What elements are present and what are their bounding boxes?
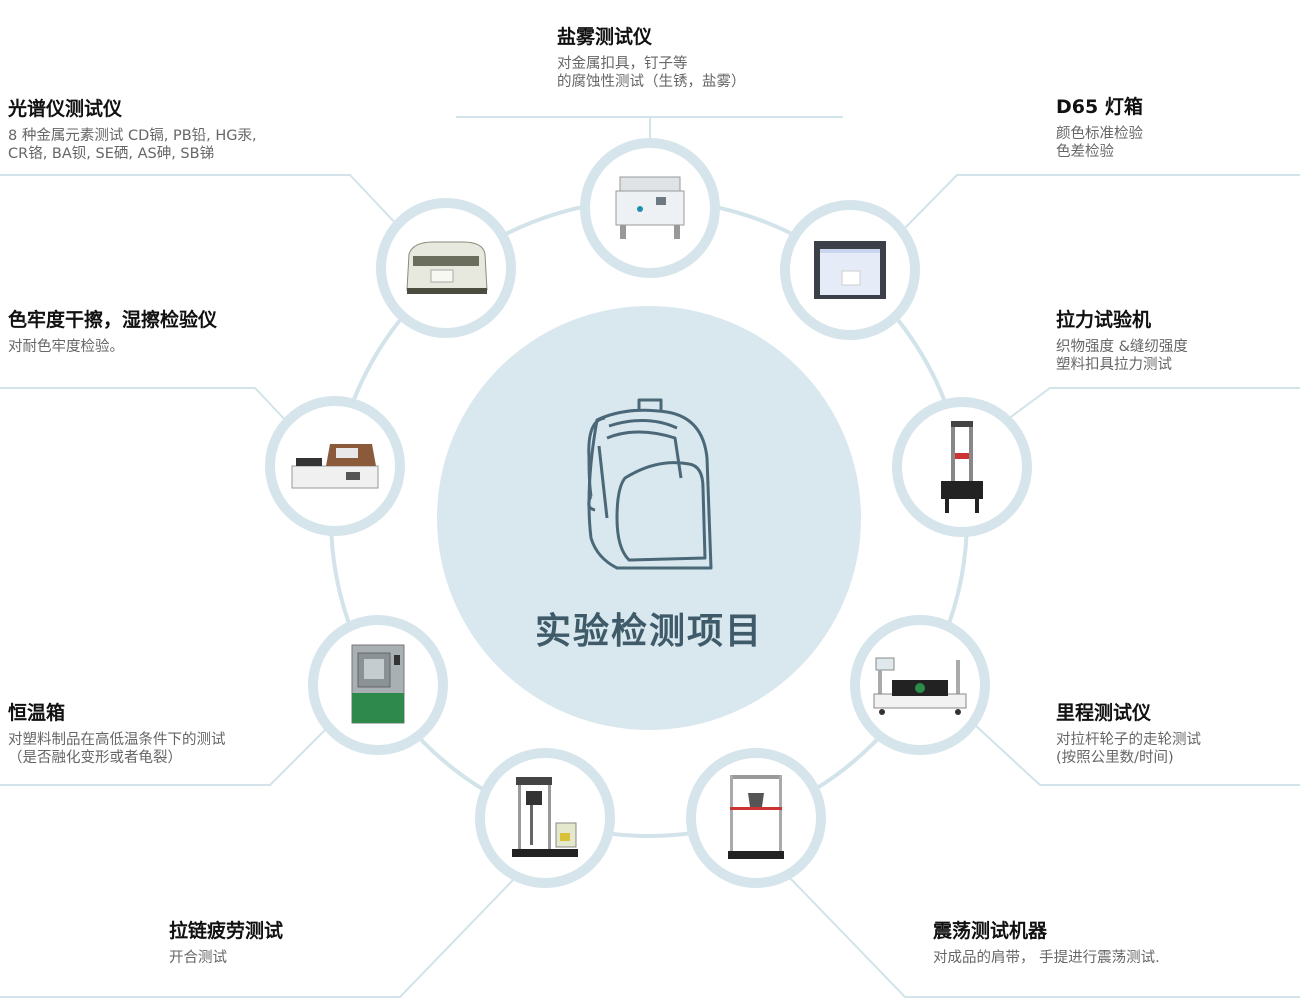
tensile-desc: 织物强度 &缝纫强度 塑料扣具拉力测试 [1056,339,1188,373]
vibration-tester-icon [728,775,784,859]
label-mileage: 里程测试仪 对拉杆轮子的走轮测试 (按照公里数/时间) [1056,698,1201,767]
tensile-title: 拉力试验机 [1056,309,1152,331]
humidity-title: 恒温箱 [8,702,66,724]
mileage-title: 里程测试仪 [1056,702,1152,724]
vibration-desc: 对成品的肩带， 手提进行震荡测试. [933,950,1160,966]
zipper-tester-icon [512,777,578,857]
humidity-desc: 对塑料制品在高低温条件下的测试 （是否融化变形或者龟裂） [8,732,226,766]
mileage-desc: 对拉杆轮子的走轮测试 (按照公里数/时间) [1056,732,1201,766]
vibration-node[interactable] [686,748,826,888]
zipper-desc: 开合测试 [169,950,227,966]
zipper-title: 拉链疲劳测试 [169,920,284,942]
connector-humidity [0,724,331,786]
light-box-icon [814,241,886,299]
label-zipper: 拉链疲劳测试 开合测试 [169,916,283,967]
salt-spray-desc: 对金属扣具，钉子等 的腐蚀性测试（生锈，盐雾） [557,56,746,90]
d65-lightbox-node[interactable] [780,200,920,340]
connector-mileage [974,724,1300,786]
d65-title: D65 灯箱 [1056,96,1143,118]
label-tensile: 拉力试验机 织物强度 &缝纫强度 塑料扣具拉力测试 [1056,305,1188,374]
crockmeter-icon [291,444,379,489]
mileage-tester-icon [873,657,967,715]
label-spectrometer: 光谱仪测试仪 8 种金属元素测试 CD镉, PB铅, HG汞, CR铬, BA钡… [8,94,257,163]
spectrometer-desc: 8 种金属元素测试 CD镉, PB铅, HG汞, CR铬, BA钡, SE硒, … [8,128,257,162]
spectrometer-title: 光谱仪测试仪 [8,98,123,120]
label-humidity: 恒温箱 对塑料制品在高低温条件下的测试 （是否融化变形或者龟裂） [8,698,226,767]
d65-desc: 颜色标准检验 色差检验 [1056,126,1143,160]
crockmeter-desc: 对耐色牢度检验。 [8,339,124,355]
label-salt-spray: 盐雾测试仪 对金属扣具，钉子等 的腐蚀性测试（生锈，盐雾） [557,22,746,91]
connector-zipper [0,877,516,998]
vibration-title: 震荡测试机器 [933,920,1048,942]
spectrometer-icon [406,241,488,294]
connector-tensile [999,387,1300,426]
connector-d65 [904,174,1300,229]
connector-crockmeter [0,387,291,426]
zipper-node[interactable] [475,748,615,888]
backpack-icon [587,398,713,570]
center-title: 实验检测项目 [534,611,763,652]
tensile-node[interactable] [892,397,1032,537]
salt-spray-title: 盐雾测试仪 [557,26,653,48]
spectrometer-node[interactable] [376,198,516,338]
crockmeter-title: 色牢度干擦，湿擦检验仪 [8,309,218,331]
humidity-node[interactable] [308,615,448,755]
salt-spray-tester-icon [615,176,685,239]
connector-spectrometer [0,174,401,229]
mileage-node[interactable] [850,615,990,755]
salt-spray-node[interactable] [580,138,720,278]
tensile-tester-icon [941,421,983,513]
connector-vibration [789,877,1300,998]
climate-chamber-icon [351,644,405,724]
crockmeter-node[interactable] [265,396,405,536]
label-crockmeter: 色牢度干擦，湿擦检验仪 对耐色牢度检验。 [8,305,217,356]
center-circle: 实验检测项目 [437,306,861,730]
label-d65: D65 灯箱 颜色标准检验 色差检验 [1056,92,1143,161]
label-vibration: 震荡测试机器 对成品的肩带， 手提进行震荡测试. [933,916,1160,967]
